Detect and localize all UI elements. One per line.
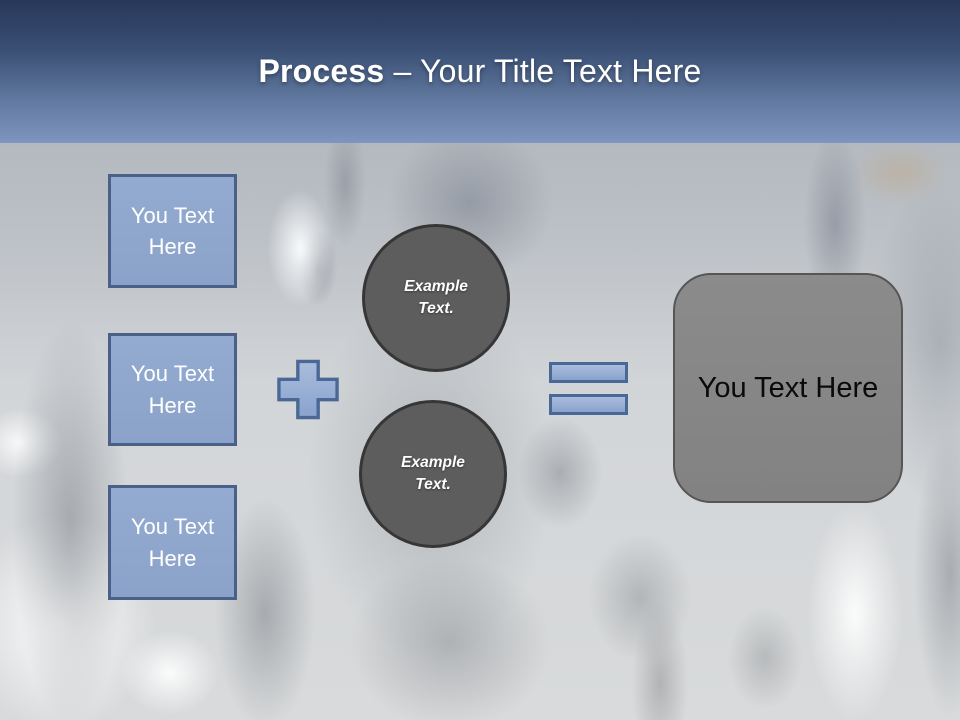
- result-box[interactable]: You Text Here: [673, 273, 903, 503]
- result-box-label: You Text Here: [697, 371, 879, 404]
- equals-bar-top: [549, 362, 628, 383]
- title-subtitle: Your Title Text Here: [420, 53, 702, 89]
- input-box-2[interactable]: You Text Here: [108, 333, 237, 446]
- example-circle-2-label: Example Text.: [401, 453, 465, 493]
- example-circle-2[interactable]: Example Text.: [359, 400, 507, 548]
- slide-header: Process – Your Title Text Here: [0, 0, 960, 144]
- input-box-3[interactable]: You Text Here: [108, 485, 237, 600]
- equals-icon[interactable]: [549, 362, 628, 415]
- input-box-2-label: You Text Here: [130, 361, 215, 418]
- example-circle-1[interactable]: Example Text.: [362, 224, 510, 372]
- plus-icon[interactable]: [277, 359, 339, 420]
- title-separator: –: [384, 53, 421, 89]
- input-box-3-label: You Text Here: [130, 514, 215, 571]
- title-keyword: Process: [258, 53, 385, 89]
- example-circle-1-label: Example Text.: [404, 277, 468, 317]
- slide-title: Process – Your Title Text Here: [258, 53, 701, 90]
- input-box-1-label: You Text Here: [130, 202, 215, 259]
- input-box-1[interactable]: You Text Here: [108, 174, 237, 288]
- equals-bar-bottom: [549, 394, 628, 415]
